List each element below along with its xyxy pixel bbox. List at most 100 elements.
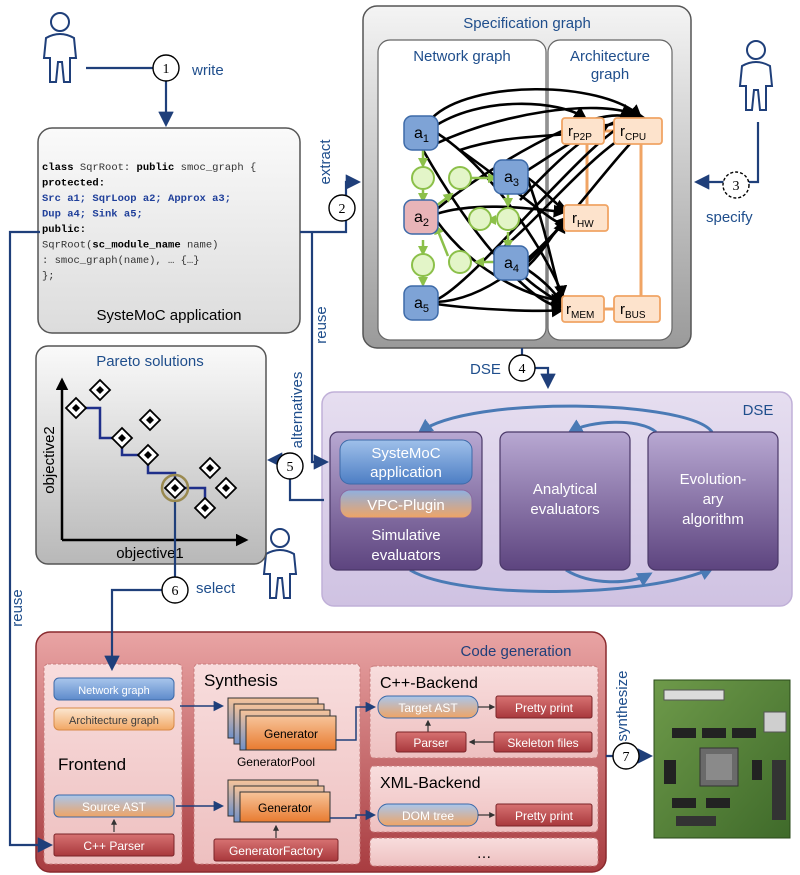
generator-factory-box <box>213 838 339 862</box>
generator-pool-stack <box>227 697 337 751</box>
step-badge-number: 4 <box>519 362 526 377</box>
target-ast-label: Target AST <box>398 701 458 715</box>
pareto-point-core <box>201 504 209 512</box>
pareto-x-axis-label: objective1 <box>116 545 184 562</box>
sim-systemoc-application-box <box>339 439 473 485</box>
specification-graph-title: Specification graph <box>463 15 591 32</box>
parser-label: Parser <box>413 736 448 750</box>
step-badge <box>152 54 180 82</box>
simulative-label-line2: evaluators <box>371 547 440 564</box>
skeleton-files-box <box>493 731 593 753</box>
channel-node <box>448 166 472 190</box>
dse-box: DSE SysteMoC application VPC-Plugin Simu… <box>321 391 793 607</box>
skeleton-files-label: Skeleton files <box>507 736 578 750</box>
actor-node: a2 <box>403 199 439 235</box>
dse-action-label: DSE <box>470 361 501 378</box>
pool-generator-label: Generator <box>264 727 318 741</box>
generator-pool-label: GeneratorPool <box>237 755 315 769</box>
frontend-title: Frontend <box>58 755 126 774</box>
evolutionary-algorithm-box <box>647 431 779 571</box>
resource-node: rMEM <box>561 295 605 323</box>
channel-node <box>411 166 435 190</box>
select-label: select <box>196 580 236 597</box>
dse-feedback-arrow <box>417 404 714 434</box>
xml-pretty-print-box <box>495 803 593 827</box>
simulative-label-line1: Simulative <box>371 527 440 544</box>
sim-app-line2: application <box>370 464 442 481</box>
person-designer-icon <box>262 528 298 599</box>
cpp-parser-box <box>53 833 175 857</box>
code-line: }; <box>42 271 55 283</box>
dom-tree-label: DOM tree <box>402 809 454 823</box>
architecture-graph-panel <box>547 39 673 341</box>
svg-text:a5: a5 <box>414 295 429 315</box>
application-title: SysteMoC application <box>96 307 241 324</box>
write-label: write <box>191 62 224 79</box>
dse-feedforward-arrow <box>565 568 653 587</box>
source-ast-label: Source AST <box>82 800 147 814</box>
step-badge <box>276 452 304 480</box>
resource-node: rHW <box>563 204 609 232</box>
pareto-point-core <box>171 484 179 492</box>
svg-text:a1: a1 <box>414 125 429 145</box>
svg-text:a3: a3 <box>504 169 519 189</box>
specify-arrow <box>693 122 760 190</box>
actor-node: a4 <box>493 245 529 281</box>
pareto-y-axis-label: objective2 <box>41 426 58 494</box>
actor-node: a5 <box>403 285 439 321</box>
actor-node: a1 <box>403 115 439 151</box>
cpp-parser-label: C++ Parser <box>83 839 144 853</box>
pareto-point-core <box>96 386 104 394</box>
reuse-to-frontend-arrow <box>8 230 54 853</box>
actor-node: a3 <box>493 159 529 195</box>
systemoc-application-box: class SqrRoot: public smoc_graph {protec… <box>37 127 301 334</box>
sim-app-line1: SysteMoC <box>371 445 440 462</box>
reuse-to-dse-arrow <box>310 232 330 470</box>
extract-label: extract <box>317 139 334 185</box>
code-line: SqrRoot(sc_module_name name) <box>42 240 218 252</box>
select-arrow <box>104 502 177 672</box>
generator-factory-label: GeneratorFactory <box>229 844 323 858</box>
analytical-evaluators-box <box>499 431 631 571</box>
step-badge <box>328 194 356 222</box>
step-badge <box>612 742 640 770</box>
svg-text:a4: a4 <box>504 255 519 275</box>
network-graph-title: Network graph <box>413 48 511 65</box>
reuse-top-label: reuse <box>313 306 330 344</box>
svg-text:rHW: rHW <box>572 210 594 230</box>
pareto-point-core <box>206 464 214 472</box>
dse-feedback-arrow <box>567 419 657 434</box>
reuse-left-label: reuse <box>9 589 26 627</box>
channel-node <box>468 207 492 231</box>
more-backends-panel <box>369 837 599 867</box>
pareto-points <box>64 378 238 520</box>
step-badge-number: 6 <box>172 584 179 599</box>
frontend-network-graph-label: Network graph <box>78 685 150 697</box>
person-developer-icon <box>42 12 78 83</box>
frontend-network-graph-box <box>53 677 175 701</box>
pareto-solutions-box: Pareto solutions objective1 objective2 <box>35 345 267 565</box>
code-line: public: <box>42 224 86 236</box>
svg-text:rMEM: rMEM <box>566 301 594 321</box>
evolutionary-line1: Evolution- <box>680 471 747 488</box>
evolutionary-line2: ary <box>703 491 724 508</box>
step-badge-number: 3 <box>733 179 740 194</box>
svg-text:rCPU: rCPU <box>620 123 646 143</box>
synthesis-to-xml-arrow <box>330 809 377 821</box>
vpc-plugin-box <box>339 489 473 519</box>
frontend-architecture-graph-box <box>53 707 175 731</box>
code-line: Src a1; SqrLoop a2; Approx a3; <box>42 193 231 205</box>
step-badge-number: 2 <box>339 202 346 217</box>
synthesis-to-cpp-arrow <box>336 701 377 741</box>
dse-feedforward-arrow <box>409 566 715 593</box>
analytical-line2: evaluators <box>530 501 599 518</box>
resource-node: rCPU <box>613 117 663 145</box>
channel-node <box>411 253 435 277</box>
step-badge <box>508 354 536 382</box>
architecture-graph-title: Architecture <box>570 48 650 65</box>
frontend-architecture-graph-label: Architecture graph <box>69 715 159 727</box>
code-generation-title: Code generation <box>461 643 572 660</box>
generator-factory-stack <box>227 779 331 823</box>
channel-nodes <box>411 166 520 277</box>
